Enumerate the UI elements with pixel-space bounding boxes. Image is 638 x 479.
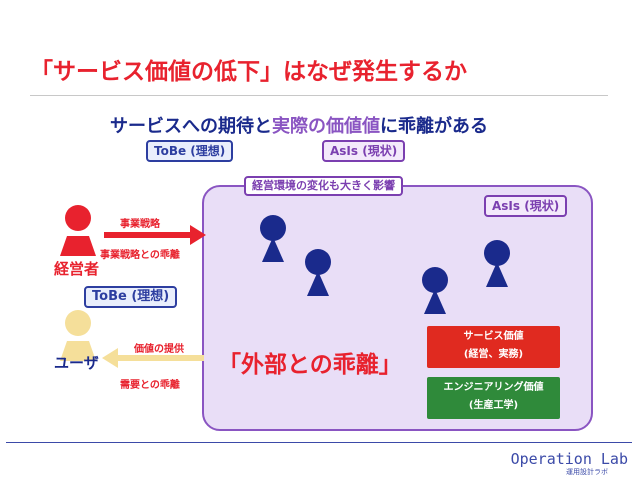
asis-tag: AsIs (現状) [322,140,406,162]
strategy-arrow [104,225,206,245]
member-icon [422,267,448,314]
subtitle-expectation: サービスへの期待 [110,116,254,137]
service-value-box: サービス価値 (経営、実務) [427,326,560,368]
engineering-value-title: エンジニアリング価値 [443,382,544,393]
service-value-title: サービス価値 [463,331,524,342]
user-label: ユーザ [54,354,99,372]
external-gap-label: 「外部との乖離」 [218,352,402,378]
member-icon [305,249,331,296]
value-provision-arrow [102,348,204,368]
subtitle: サービスへの期待と実際の価値値に乖離がある [110,112,488,138]
subtitle-actual-value: 実際の価値値 [272,116,380,137]
demand-gap-label: 需要との乖離 [120,380,180,391]
management-person-icon [60,205,96,256]
page-title: 「サービス価値の低下」はなぜ発生するか [30,59,467,85]
strategy-label: 事業戦略 [120,219,160,230]
strategy-gap-label: 事業戦略との乖離 [100,250,180,261]
management-label: 経営者 [54,260,100,278]
title-divider [30,95,608,96]
member-icon [260,215,286,262]
environment-change-tag: 経営環境の変化も大きく影響 [244,176,403,196]
service-value-scope: (経営、実務) [463,349,524,360]
subtitle-gap: に乖離がある [380,116,488,137]
value-provision-label: 価値の提供 [134,344,184,355]
user-person-icon [60,310,96,361]
brand-logo: Operation Lab [510,450,628,468]
tobe-left-tag: ToBe (理想) [84,286,178,308]
engineering-value-box: エンジニアリング価値 (生産工学) [427,377,560,419]
asis-org-tag: AsIs (現状) [484,195,568,217]
member-icon [484,240,510,287]
tobe-tag: ToBe (理想) [146,140,234,162]
subtitle-connector: と [254,116,272,137]
brand-subtitle: 運用設計ラボ [566,468,608,476]
engineering-value-scope: (生産工学) [468,400,519,411]
footer-divider [6,442,632,443]
